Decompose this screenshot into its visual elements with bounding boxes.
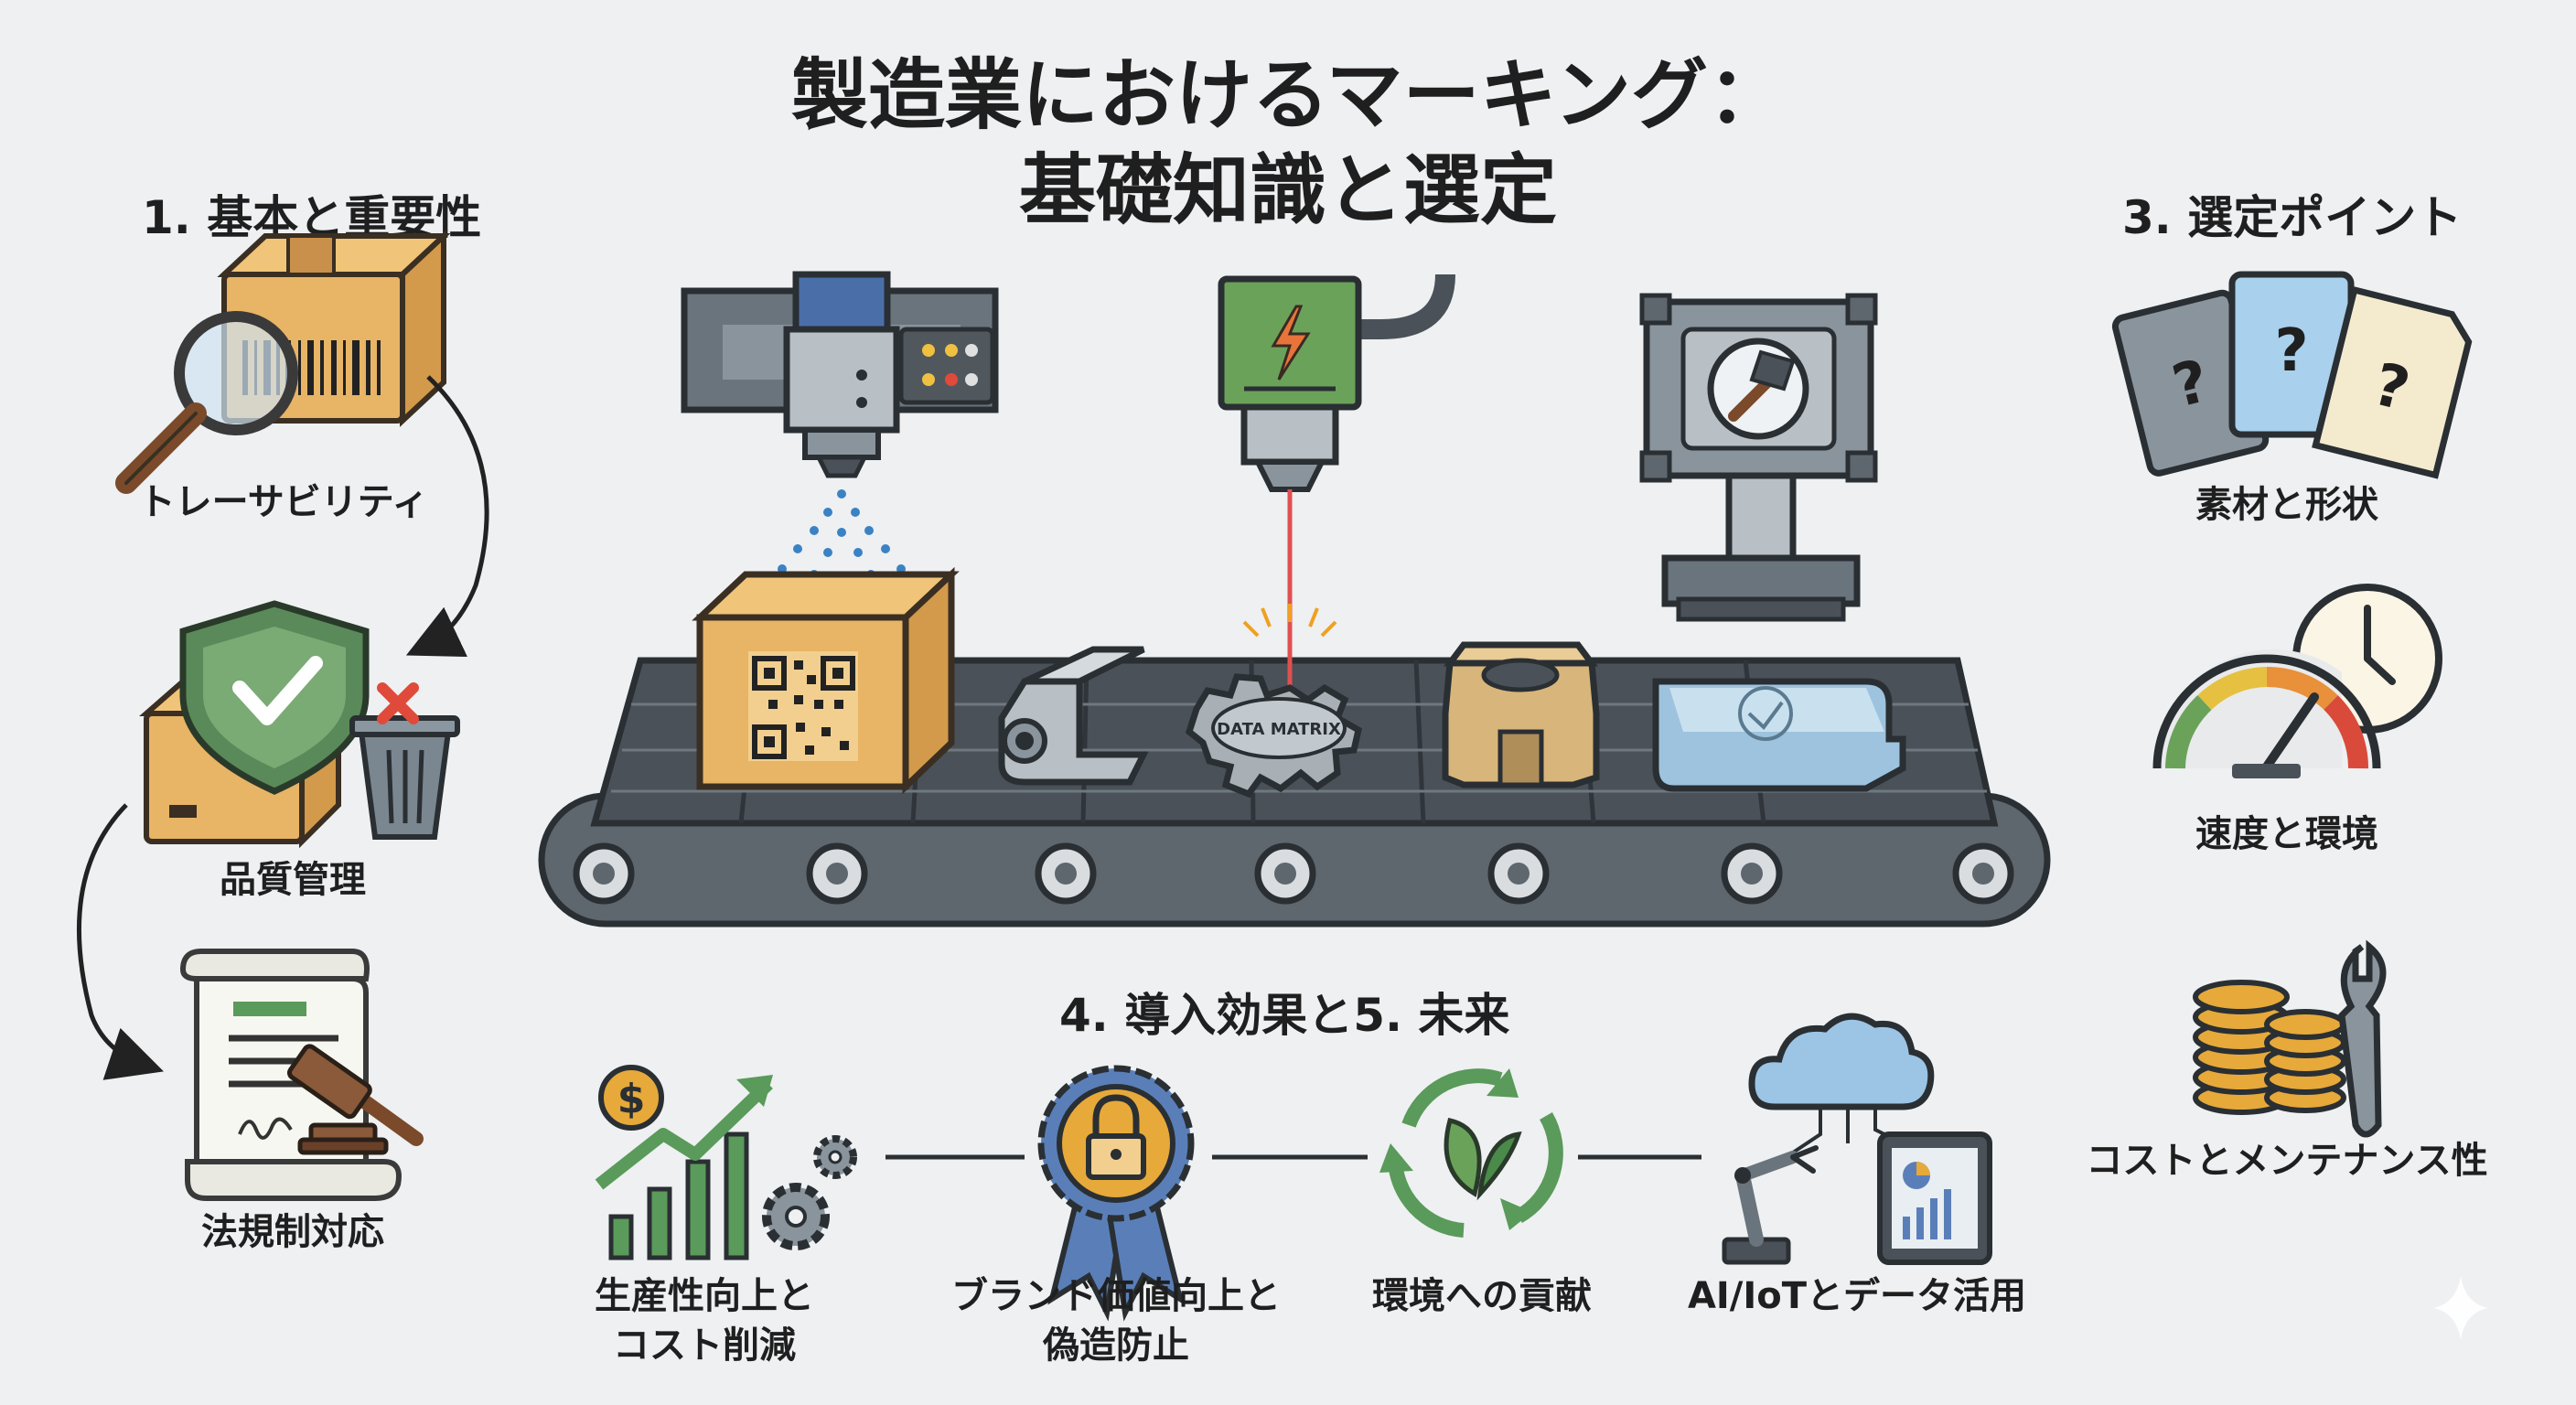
label-brand-value: ブランド価値向上と 偽造防止	[933, 1271, 1299, 1370]
sparkle-icon	[2433, 1276, 2488, 1340]
qr-code-box	[692, 566, 960, 795]
label-material-shape: 素材と形状	[2195, 484, 2378, 526]
label-speed-environment: 速度と環境	[2195, 813, 2378, 855]
title-line2: 基礎知識と選定	[1018, 145, 1557, 235]
label-productivity: 生産性向上と コスト削減	[540, 1271, 869, 1370]
label-cost-maintenance: コストとメンテナンス性	[2086, 1140, 2488, 1182]
cast-block-part	[1442, 641, 1600, 788]
label-productivity-line1: 生産性向上と	[595, 1275, 814, 1317]
section45-heading: 4. 導入効果と5. 未来	[1059, 989, 1510, 1042]
inkjet-printer-icon	[681, 271, 999, 605]
growth-chart-gears-icon: $	[595, 1065, 857, 1260]
cloud-robot-tablet-icon	[1722, 1013, 1992, 1265]
magnifier-barcode-box-icon	[115, 230, 451, 494]
label-brand-value-line2: 偽造防止	[1043, 1325, 1189, 1367]
gear-part: DATA MATRIX	[1185, 673, 1362, 799]
title-line1: 製造業におけるマーキング：	[790, 50, 1786, 140]
label-productivity-line2: コスト削減	[613, 1325, 796, 1367]
page-title: 製造業におけるマーキング： 基礎知識と選定	[0, 48, 2576, 238]
stamping-press-icon	[1639, 293, 1878, 622]
label-brand-value-line1: ブランド価値向上と	[951, 1275, 1281, 1317]
flow-arrow-2-3	[77, 803, 164, 1080]
leaf-recycle-icon	[1379, 1068, 1563, 1238]
metal-part	[998, 646, 1149, 786]
svg-text:?: ?	[2274, 317, 2308, 385]
flow-arrow-1-2	[405, 375, 489, 657]
label-ai-iot: AI/IoTとデータ活用	[1687, 1275, 2027, 1317]
material-cards-icon: ? ? ?	[2111, 271, 2473, 479]
shield-check-trash-icon	[139, 600, 460, 849]
label-regulatory: 法規制対応	[201, 1211, 384, 1253]
label-traceability: トレーサビリティ	[138, 481, 429, 523]
metal-plate-part	[1652, 678, 1906, 792]
gear-marking-text: DATA MATRIX	[1217, 720, 1341, 739]
label-quality-control: 品質管理	[220, 859, 366, 901]
lock-badge-icon	[1037, 1065, 1195, 1322]
section3-heading: 3. 選定ポイント	[2122, 191, 2463, 244]
svg-text:$: $	[617, 1076, 646, 1122]
gauge-clock-icon	[2152, 584, 2442, 778]
label-environment: 環境への貢献	[1372, 1275, 1592, 1317]
document-gavel-icon	[179, 949, 424, 1201]
laser-marker-icon	[1218, 273, 1455, 709]
coins-wrench-icon	[2193, 939, 2387, 1138]
